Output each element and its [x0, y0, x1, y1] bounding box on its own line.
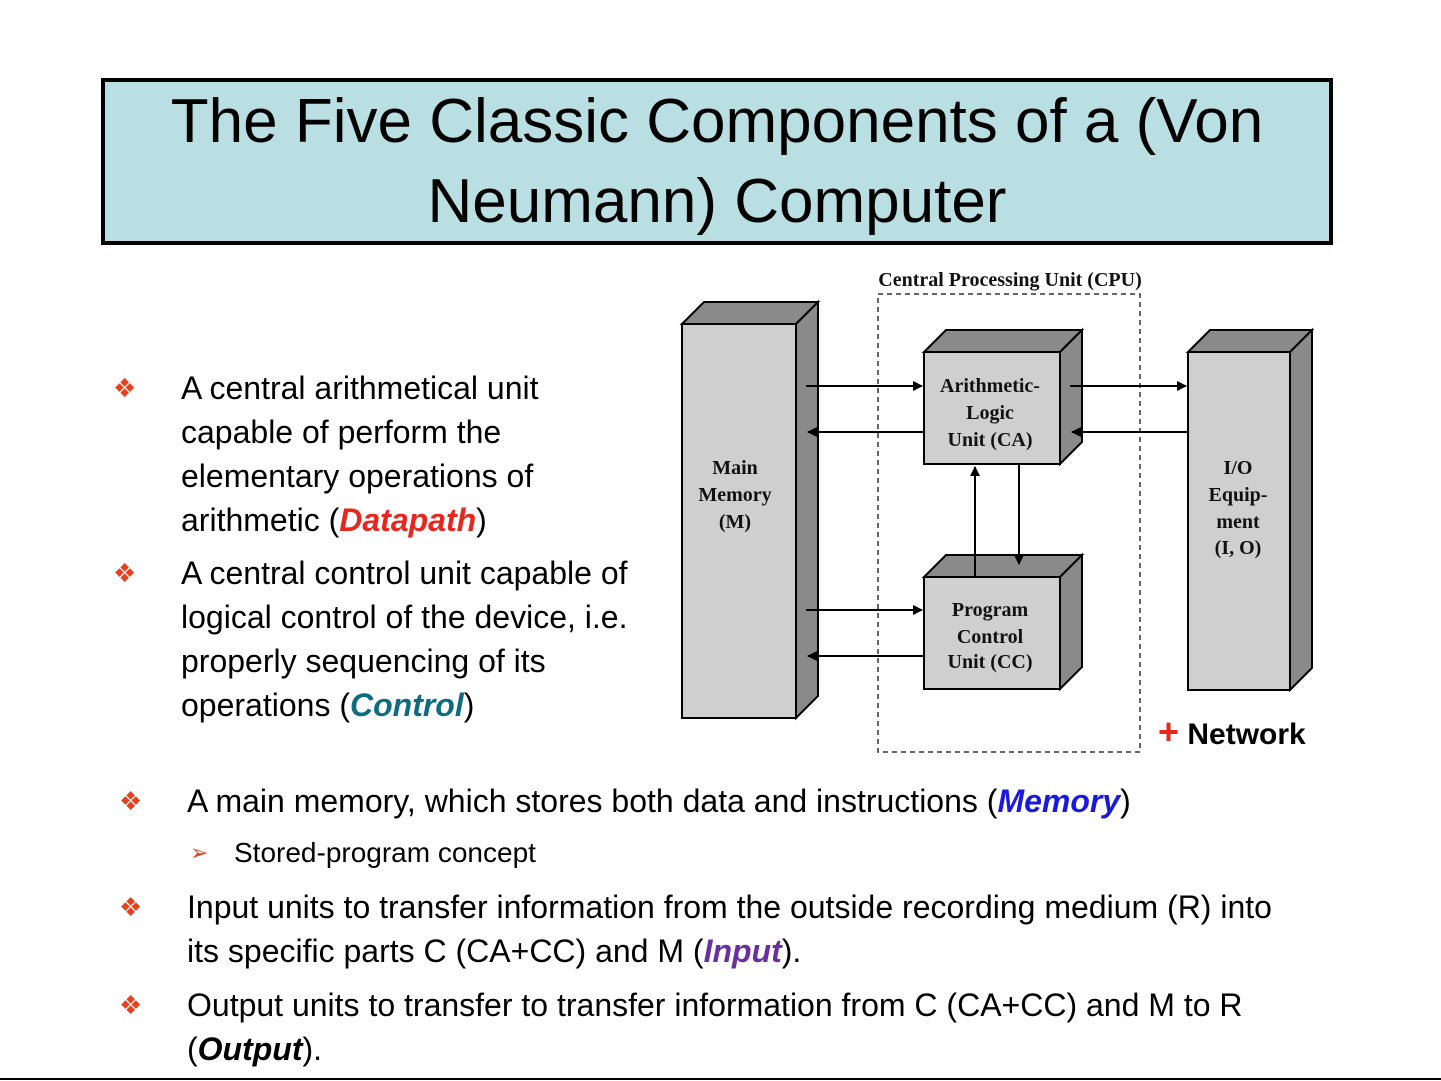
- network-label: + Network: [1158, 712, 1306, 755]
- bullet-text: A main memory, which stores both data an…: [187, 783, 998, 819]
- bullet-diamond-icon: ❖: [113, 558, 137, 588]
- arrow-bullet-icon: ➢: [190, 840, 209, 865]
- bullet-diamond-icon: ❖: [119, 990, 143, 1020]
- bullet-datapath: ❖ A central arithmetical unit capable of…: [113, 366, 651, 542]
- keyword-control: Control: [349, 687, 464, 723]
- bullet-control: ❖ A central control unit capable of logi…: [113, 551, 651, 727]
- keyword-input: Input: [703, 933, 782, 969]
- bullet-input: ❖ Input units to transfer information fr…: [119, 885, 1307, 973]
- bullet-diamond-icon: ❖: [113, 373, 137, 403]
- plus-icon: +: [1158, 711, 1180, 752]
- cpu-boundary: [877, 293, 1141, 753]
- alu-line2: Logic: [966, 402, 1014, 424]
- bullet-text: Output units to transfer to transfer inf…: [187, 987, 1243, 1067]
- pcu-line3: Unit (CC): [948, 651, 1033, 673]
- von-neumann-diagram: Central Processing Unit (CPU) Main Memor…: [679, 269, 1315, 753]
- io-line2: Equip-: [1209, 484, 1268, 506]
- bullet-text: A central arithmetical unit capable of p…: [181, 370, 539, 538]
- pcu-line1: Program: [952, 599, 1029, 621]
- sub-bullet-text: Stored-program concept: [234, 837, 536, 868]
- alu-line1: Arithmetic-: [940, 375, 1040, 397]
- bullet-text: Input units to transfer information from…: [187, 889, 1272, 969]
- keyword-memory: Memory: [997, 783, 1121, 819]
- data-flow-arrows: [806, 381, 1188, 661]
- bullet-text-end: ).: [302, 1031, 323, 1067]
- pcu-line2: Control: [957, 626, 1024, 648]
- bullet-text: A central control unit capable of logica…: [181, 555, 628, 723]
- sub-bullet-stored-program: ➢ Stored-program concept: [190, 834, 934, 872]
- bullet-text-end: ): [1120, 783, 1131, 819]
- slide-title-text: The Five Classic Components of a (Von Ne…: [170, 86, 1264, 236]
- io-block: I/O Equip- ment (I, O): [1185, 327, 1315, 693]
- bullet-text-end: ): [463, 687, 475, 723]
- io-line4: (I, O): [1215, 537, 1262, 559]
- io-line3: ment: [1216, 511, 1260, 533]
- program-control-block: Program Control Unit (CC): [921, 552, 1085, 692]
- io-line1: I/O: [1224, 457, 1253, 479]
- alu-block: Arithmetic- Logic Unit (CA): [921, 327, 1085, 467]
- main-memory-line1: Main: [712, 457, 758, 479]
- main-memory-block: Main Memory (M): [679, 299, 821, 721]
- bullet-diamond-icon: ❖: [119, 892, 143, 922]
- alu-line3: Unit (CA): [948, 429, 1033, 451]
- bullet-memory: ❖ A main memory, which stores both data …: [119, 779, 1307, 823]
- main-memory-line2: Memory: [698, 484, 771, 506]
- main-memory-line3: (M): [719, 511, 751, 533]
- slide-title: The Five Classic Components of a (Von Ne…: [101, 78, 1333, 245]
- footer-divider: [0, 1078, 1441, 1080]
- network-text: Network: [1187, 718, 1306, 751]
- bullet-output: ❖ Output units to transfer to transfer i…: [119, 983, 1327, 1071]
- cpu-label: Central Processing Unit (CPU): [878, 269, 1141, 291]
- keyword-output: Output: [197, 1031, 303, 1067]
- bullet-diamond-icon: ❖: [119, 786, 143, 816]
- bullet-text-end: ).: [781, 933, 802, 969]
- bullet-text-end: ): [476, 502, 487, 538]
- keyword-datapath: Datapath: [339, 502, 477, 538]
